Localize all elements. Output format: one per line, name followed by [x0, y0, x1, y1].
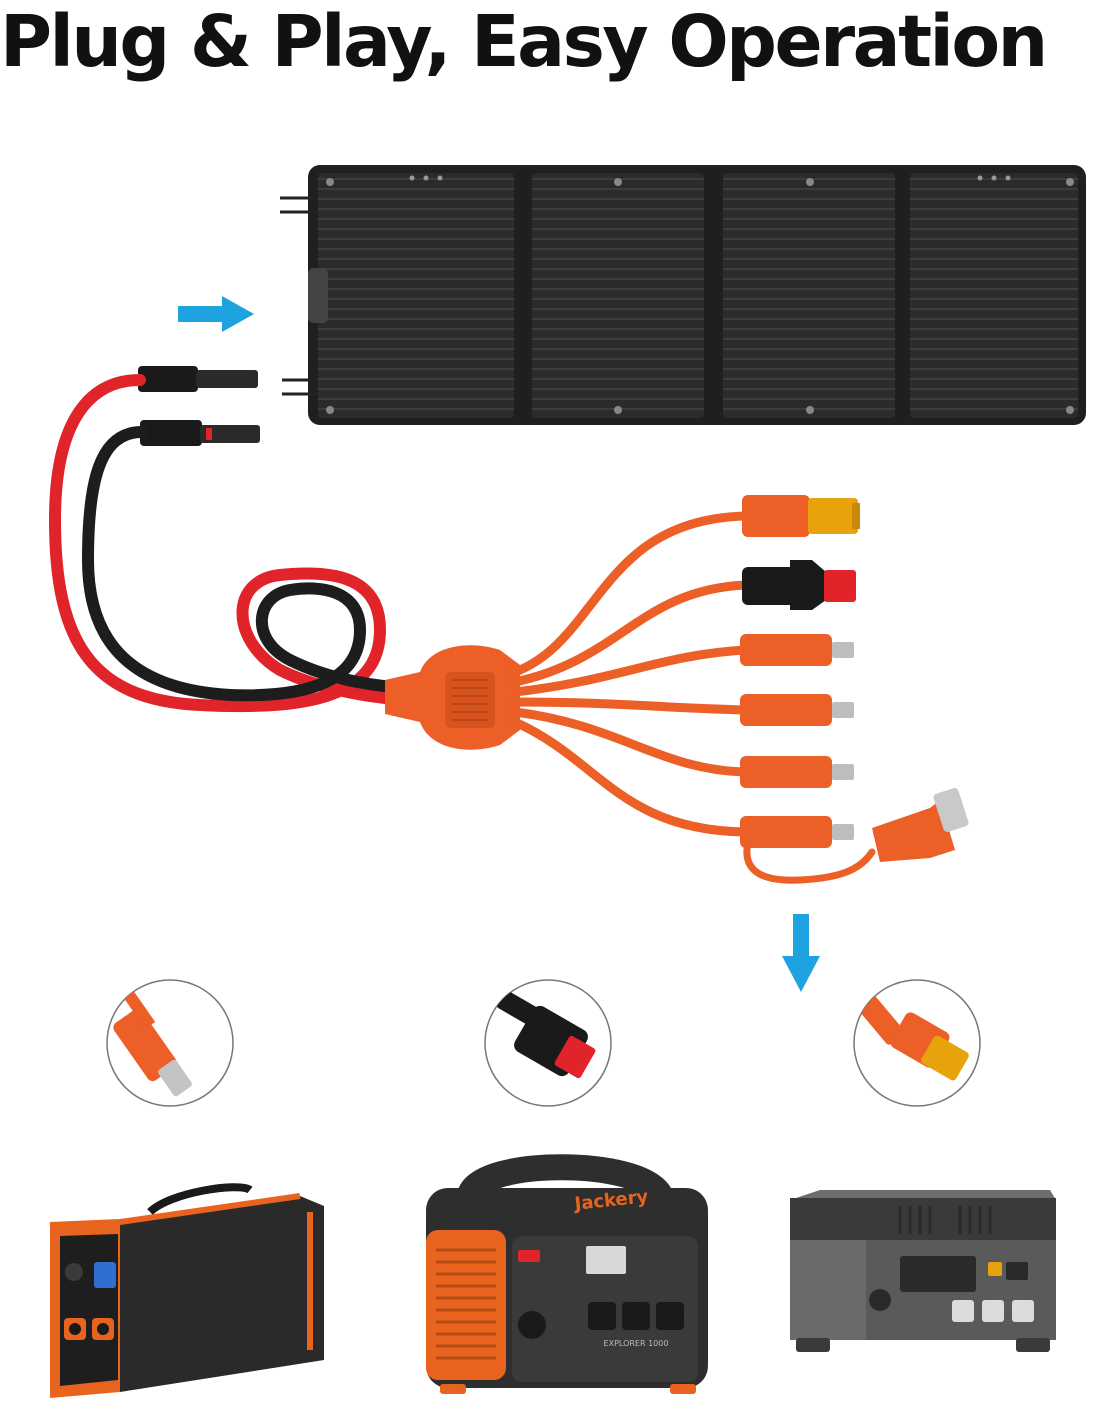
dc-plug-2 [740, 694, 854, 726]
anderson-plug [742, 560, 856, 610]
solar-panel [280, 165, 1086, 425]
detail-circle-dc [106, 979, 234, 1107]
mc4-connectors [138, 366, 260, 446]
station-model: EXPLORER 1000 [604, 1339, 669, 1348]
power-station-right [790, 1190, 1056, 1352]
output-cables [510, 511, 876, 884]
arrow-right-icon [178, 296, 254, 332]
dc-plug-1 [740, 634, 854, 666]
detail-circle-xt60 [853, 979, 981, 1107]
detail-circle-anderson [484, 979, 612, 1107]
mc4-cables [48, 374, 426, 713]
power-station-center: Jackery EXPLORER 1000 [426, 1154, 708, 1394]
dc-plug-4-with-adapter [740, 788, 969, 862]
headline: Plug & Play, Easy Operation [0, 0, 1048, 83]
splitter-hub [385, 645, 520, 750]
dc-plug-3 [740, 756, 854, 788]
power-station-left [49, 1183, 324, 1398]
arrow-down-icon [782, 914, 820, 992]
xt60-plug [742, 495, 860, 537]
